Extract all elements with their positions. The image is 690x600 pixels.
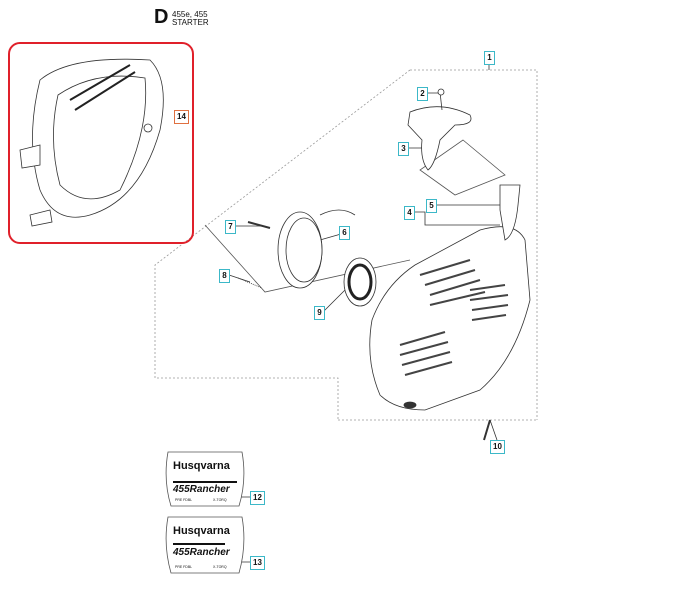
assembly-boundary [410,69,538,420]
callout-9[interactable]: 9 [314,306,325,320]
callout-3[interactable]: 3 [398,142,409,156]
decal-model: 455Rancher [173,484,230,495]
callout-4[interactable]: 4 [404,206,415,220]
callout-5[interactable]: 5 [426,199,437,213]
callout-12[interactable]: 12 [250,491,265,505]
callout-2[interactable]: 2 [417,87,428,101]
model-list: 455e, 455 [172,10,208,19]
decal-code-right: X-TORQ [213,498,227,502]
decal-12: Husqvarna 455Rancher PRE FDBL X-TORQ [165,450,245,508]
callout-6[interactable]: 6 [339,226,350,240]
decal-code-left: PRE FDBL [175,498,193,502]
decal-13: Husqvarna 455Rancher PRE FDBL X-TORQ [165,515,245,575]
callout-13[interactable]: 13 [250,556,265,570]
section-title: STARTER [172,18,209,27]
callout-8[interactable]: 8 [219,269,230,283]
section-letter: D [154,6,169,28]
decal-brand: Husqvarna [173,460,230,472]
callout-1[interactable]: 1 [484,51,495,65]
callout-10[interactable]: 10 [490,440,505,454]
decal-code-right: X-TORQ [213,565,227,569]
callout-7[interactable]: 7 [225,220,236,234]
decal-model: 455Rancher [173,547,230,558]
selected-part-highlight[interactable] [8,42,194,244]
decal-brand: Husqvarna [173,525,230,537]
decal-code-left: PRE FDBL [175,565,193,569]
callout-14[interactable]: 14 [174,110,189,124]
